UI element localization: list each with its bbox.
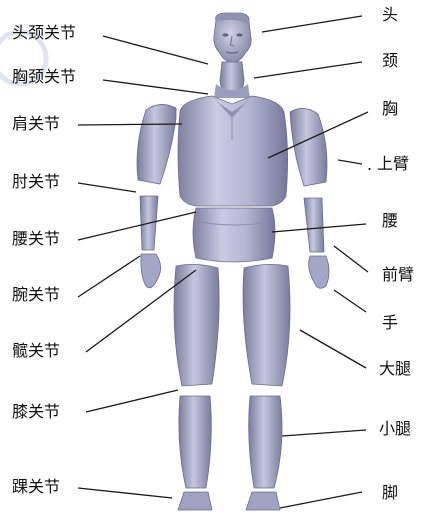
leader-shank [281, 429, 367, 437]
label-upper-arm-dot: . [367, 155, 373, 174]
leader-forearm [333, 245, 369, 273]
leader-head-neck-joint [102, 35, 209, 65]
leader-knee-joint [85, 389, 179, 413]
label-waist: 腰 [382, 211, 399, 230]
right-arm [289, 108, 330, 289]
head-part [213, 12, 252, 64]
leader-hip-joint [85, 269, 197, 353]
label-shank: 小腿 [379, 419, 412, 438]
label-head-neck-joint: 头颈关节 [12, 23, 77, 42]
label-ankle-joint: 踝关节 [12, 477, 61, 496]
left-leg [173, 264, 220, 511]
leader-thigh [299, 329, 367, 369]
watermark-stamp [0, 29, 49, 87]
label-foot: 脚 [382, 483, 399, 502]
label-thigh: 大腿 [379, 359, 412, 378]
leader-chest-neck-joint [102, 79, 209, 95]
label-upper-arm: 上臂 [377, 154, 410, 173]
neck-part [214, 61, 250, 98]
label-knee-joint: 膝关节 [12, 402, 61, 421]
label-head: 头 [382, 5, 399, 24]
leader-shoulder-joint [77, 123, 183, 126]
label-hip-joint: 髋关节 [12, 341, 61, 360]
leader-head [261, 15, 363, 33]
leader-chest [267, 111, 369, 159]
label-neck: 颈 [382, 51, 399, 70]
label-chest: 胸 [382, 99, 399, 118]
left-arm [136, 104, 177, 289]
leader-neck [253, 61, 363, 79]
label-hand: 手 [382, 313, 399, 332]
label-forearm: 前臂 [382, 265, 415, 284]
leader-ankle-joint [77, 487, 173, 499]
leader-waist-joint [77, 211, 197, 241]
leader-hand [333, 289, 367, 313]
label-elbow-joint: 肘关节 [12, 172, 61, 191]
waist-part [192, 207, 276, 263]
label-shoulder-joint: 肩关节 [12, 114, 61, 133]
leader-upper-arm [337, 159, 363, 165]
label-waist-joint: 腰关节 [12, 229, 61, 248]
leader-wrist-joint [77, 255, 141, 298]
right-leg [242, 264, 291, 511]
leader-elbow-joint [77, 182, 137, 193]
label-wrist-joint: 腕关节 [12, 285, 61, 304]
label-chest-neck-joint: 胸颈关节 [12, 67, 77, 86]
leader-foot [279, 491, 363, 509]
chest-part [177, 95, 288, 207]
leader-waist [271, 223, 367, 233]
